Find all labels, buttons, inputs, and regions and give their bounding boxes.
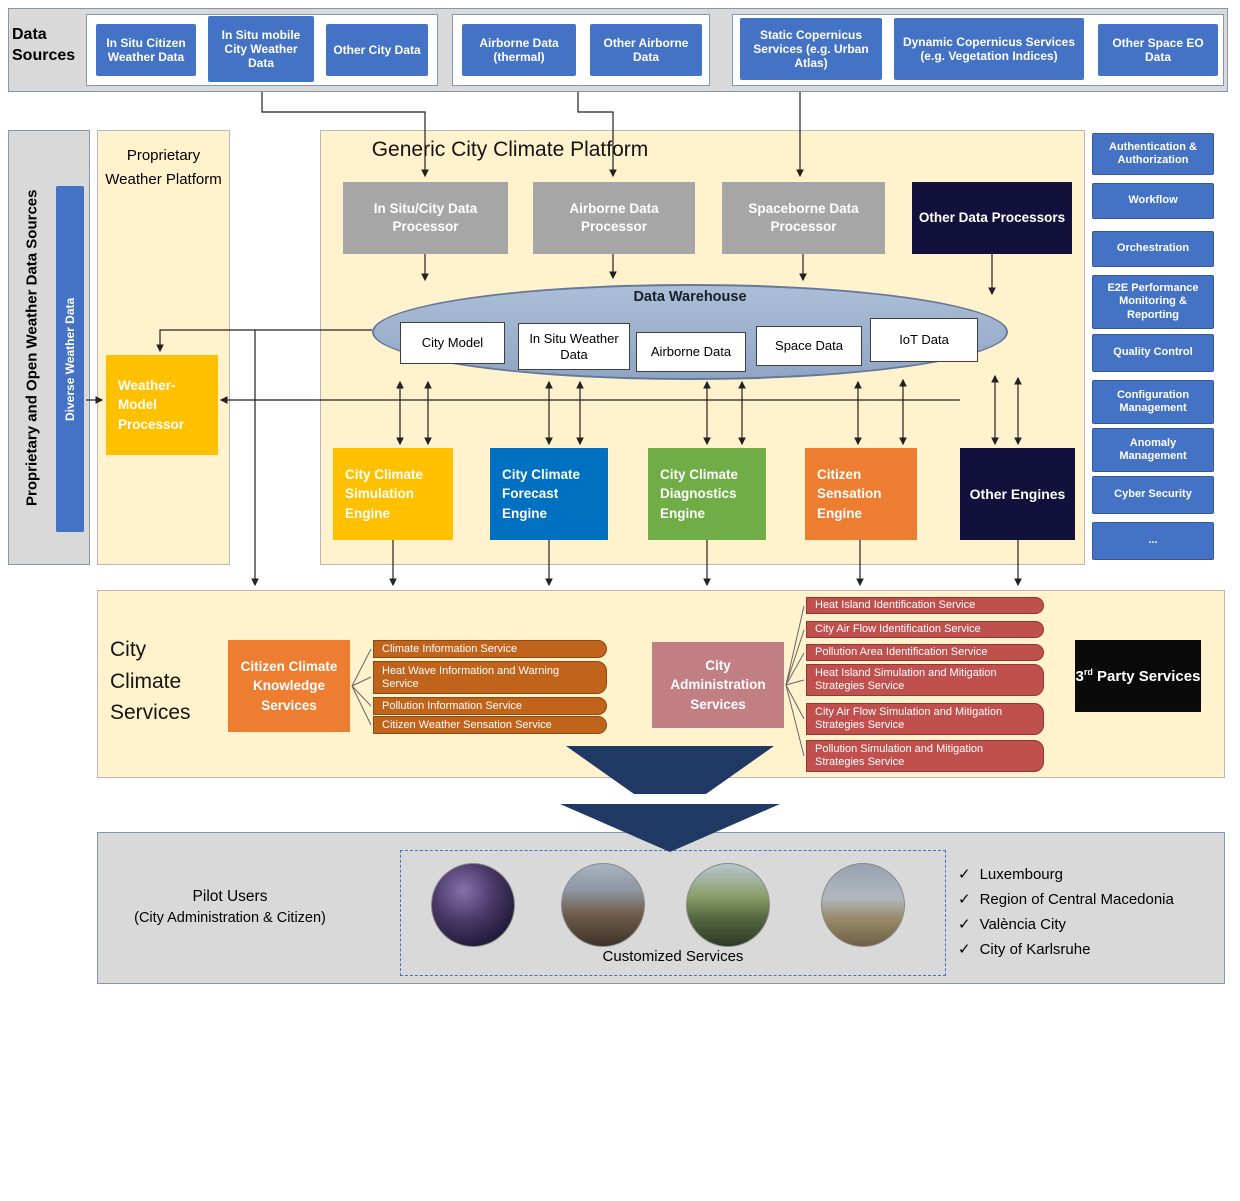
checklist-label: Luxembourg [979,866,1063,883]
in-situ-city-data-processor-box: In Situ/City Data Processor [343,182,508,254]
pill-citizen-weather-sensation-service: Citizen Weather Sensation Service [373,716,607,734]
store-city-model: City Model [400,322,505,364]
source-in-situ-citizen-weather: In Situ Citizen Weather Data [96,24,196,76]
check-icon: ✓ [958,891,971,908]
pilot-users-title: Pilot Users [192,888,268,905]
diverse-weather-data-strip: Diverse Weather Data [56,186,84,532]
source-airborne-thermal: Airborne Data (thermal) [462,24,576,76]
other-data-processors-box: Other Data Processors [912,182,1072,254]
city-administration-services-box: City Administration Services [652,642,784,728]
store-airborne-data: Airborne Data [636,332,746,372]
checklist-item: ✓ Luxembourg [958,862,1238,887]
pill-climate-information-service: Climate Information Service [373,640,607,658]
city-photo-street-people [561,863,645,947]
pill-pollution-simulation: Pollution Simulation and Mitigation Stra… [806,740,1044,772]
pill-city-air-flow-identification: City Air Flow Identification Service [806,621,1044,638]
spaceborne-data-processor-box: Spaceborne Data Processor [722,182,885,254]
pilot-users-subtitle: (City Administration & Citizen) [134,910,326,926]
generic-platform-title: Generic City Climate Platform [371,138,649,161]
city-photo-street-trees [686,863,770,947]
source-static-copernicus: Static Copernicus Services (e.g. Urban A… [740,18,882,80]
rail-more: ... [1092,522,1214,560]
pill-pollution-information-service: Pollution Information Service [373,697,607,715]
store-space-data: Space Data [756,326,862,366]
proprietary-platform-title: Proprietary Weather Platform [105,147,222,188]
citizen-climate-knowledge-services-box: Citizen Climate Knowledge Services [228,640,350,732]
checklist-item: ✓ City of Karlsruhe [958,937,1238,962]
rail-orchestration: Orchestration [1092,231,1214,267]
check-icon: ✓ [958,916,971,933]
city-climate-diagnostics-engine-box: City Climate Diagnostics Engine [648,448,766,540]
weather-model-processor-box: Weather-Model Processor [106,355,218,455]
rail-workflow: Workflow [1092,183,1214,219]
pill-heat-island-identification: Heat Island Identification Service [806,597,1044,614]
third-party-label: 3rd Party Services [1075,666,1201,685]
checklist-label: City of Karlsruhe [979,941,1091,958]
checklist-label: Region of Central Macedonia [979,891,1174,908]
city-photo-luxembourg [431,863,515,947]
source-in-situ-mobile-weather: In Situ mobile City Weather Data [208,16,314,82]
city-photo-karlsruhe-palace [821,863,905,947]
rail-cyber-security: Cyber Security [1092,476,1214,514]
check-icon: ✓ [958,941,971,958]
data-warehouse-title: Data Warehouse [633,289,747,305]
source-other-airborne: Other Airborne Data [590,24,702,76]
data-sources-label: Data Sources [12,26,76,64]
other-engines-box: Other Engines [960,448,1075,540]
checklist-label: València City [979,916,1067,933]
pill-heat-wave-information-service: Heat Wave Information and Warning Servic… [373,661,607,694]
store-in-situ-weather-data: In Situ Weather Data [518,323,630,370]
proprietary-weather-platform-panel [97,130,230,565]
airborne-data-processor-box: Airborne Data Processor [533,182,695,254]
customized-services-label: Customized Services [602,948,744,965]
third-party-services-box: 3rd Party Services [1075,640,1201,712]
source-dynamic-copernicus: Dynamic Copernicus Services (e.g. Vegeta… [894,18,1084,80]
city-climate-services-title: City Climate Services [110,638,191,724]
pilot-users-title-block: Pilot Users (City Administration & Citiz… [110,888,350,926]
rail-e2e-performance: E2E Performance Monitoring & Reporting [1092,275,1214,329]
pill-heat-island-simulation: Heat Island Simulation and Mitigation St… [806,664,1044,696]
pilot-city-checklist: ✓ Luxembourg ✓ Region of Central Macedonia… [958,862,1238,962]
checklist-item: ✓ València City [958,912,1238,937]
source-other-space-eo: Other Space EO Data [1098,24,1218,76]
checklist-item: ✓ Region of Central Macedonia [958,887,1238,912]
citizen-sensation-engine-box: Citizen Sensation Engine [805,448,917,540]
weather-rail-label: Proprietary and Open Weather Data Source… [23,189,41,506]
rail-authentication-authorization: Authentication & Authorization [1092,133,1214,175]
store-iot-data: IoT Data [870,318,978,362]
rail-configuration-management: Configuration Management [1092,380,1214,424]
source-other-city-data: Other City Data [326,24,428,76]
rail-quality-control: Quality Control [1092,334,1214,372]
check-icon: ✓ [958,866,971,883]
pill-city-air-flow-simulation: City Air Flow Simulation and Mitigation … [806,703,1044,735]
city-climate-forecast-engine-box: City Climate Forecast Engine [490,448,608,540]
pill-pollution-area-identification: Pollution Area Identification Service [806,644,1044,661]
city-climate-simulation-engine-box: City Climate Simulation Engine [333,448,453,540]
rail-anomaly-management: Anomaly Management [1092,428,1214,472]
